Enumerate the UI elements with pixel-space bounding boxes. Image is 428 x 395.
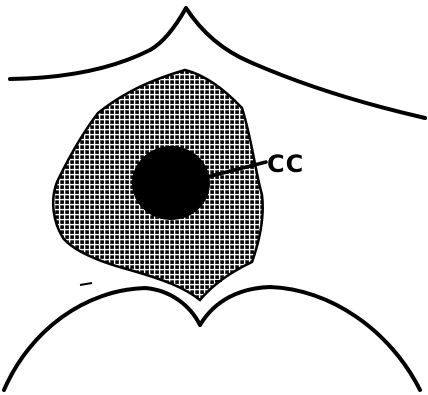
cc-circle bbox=[132, 146, 210, 220]
cc-label: CC bbox=[267, 150, 304, 178]
edge-mark bbox=[80, 283, 92, 285]
lower-outline bbox=[4, 287, 420, 390]
